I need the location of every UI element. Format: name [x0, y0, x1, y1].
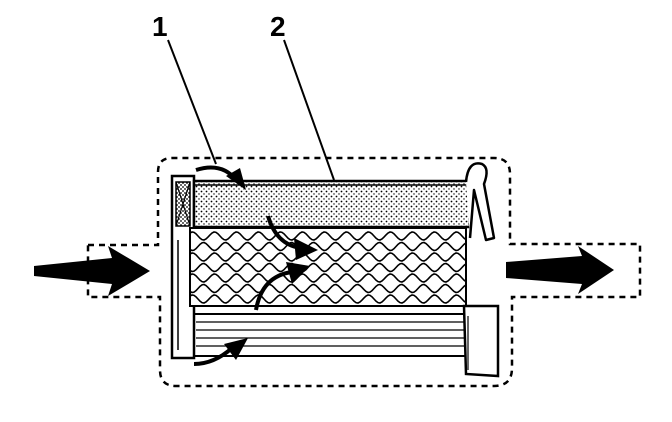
corrugation-lines: [190, 231, 465, 304]
callout-2-leader: [283, 39, 335, 181]
flow-arrow-upward-head: [286, 262, 310, 284]
corrugation-line: [190, 262, 465, 273]
corrugation-line: [190, 241, 465, 252]
flow-arrow-top-entry-head: [226, 168, 246, 190]
corrugation-line: [190, 294, 465, 304]
corrugation-line: [190, 273, 465, 283]
corrugated-filter-section: [189, 227, 467, 307]
right-retaining-clip: [464, 162, 496, 242]
corrugation-line: [190, 252, 465, 262]
flow-arrow-upward: [254, 270, 293, 311]
top-filter-media: [192, 179, 472, 229]
corrugation-line: [190, 231, 465, 241]
flow-arrow-bottom-entry-head: [224, 338, 248, 360]
right-end-block: [462, 304, 500, 378]
callout-1-leader: [167, 39, 217, 165]
inlet-flow-arrow: [34, 246, 150, 296]
corrugation-line: [190, 283, 465, 294]
housing-dashed-outline: [86, 156, 642, 388]
flow-arrow-down-into-media-head: [294, 238, 318, 260]
callout-2-label: 2: [270, 11, 286, 42]
left-end-cap: [170, 174, 196, 360]
outlet-flow-arrow: [506, 246, 614, 294]
callout-1-label: 1: [152, 11, 168, 42]
